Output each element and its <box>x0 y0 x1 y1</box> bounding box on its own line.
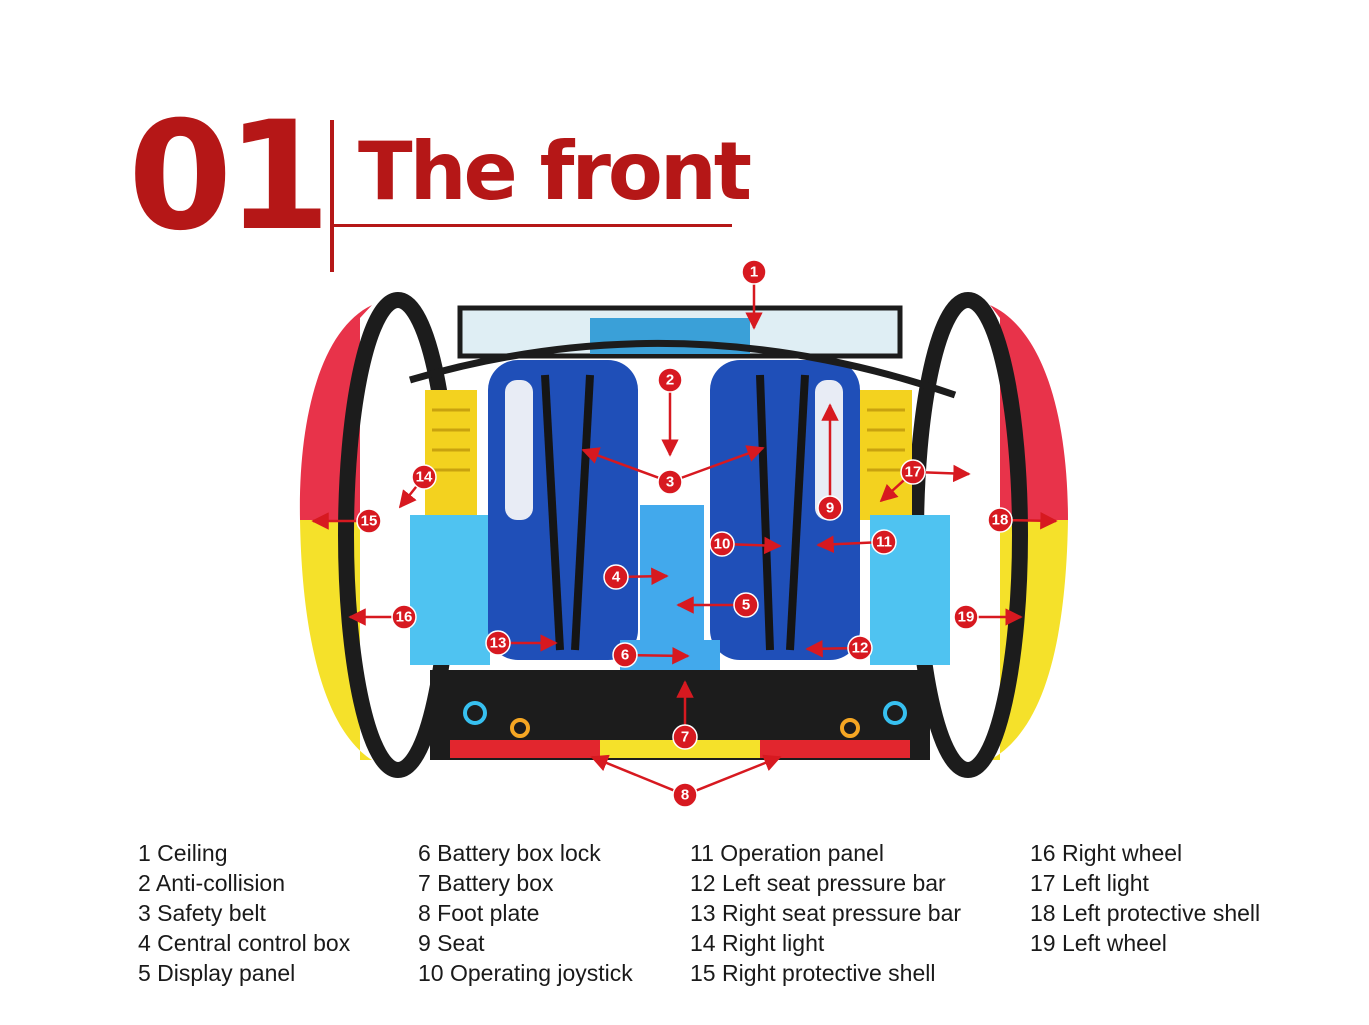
callout-badge-2: 2 <box>657 367 683 393</box>
callout-badge-3: 3 <box>657 469 683 495</box>
callout-badge-1: 1 <box>741 259 767 285</box>
callout-number: 18 <box>992 512 1009 529</box>
callout-arrow <box>924 464 971 483</box>
legend-item: 14 Right light <box>690 930 825 956</box>
callout-number: 7 <box>681 729 689 746</box>
legend-item: 3 Safety belt <box>138 900 266 926</box>
section-number: 01 <box>128 90 331 264</box>
callout-arrow <box>636 647 690 665</box>
callout-badge-4: 4 <box>603 564 629 590</box>
legend-item: 17 Left light <box>1030 870 1149 896</box>
legend-item: 5 Display panel <box>138 960 296 986</box>
callout-badge-14: 14 <box>411 464 437 490</box>
legend-item: 19 Left wheel <box>1030 930 1167 956</box>
callout-arrow <box>398 485 418 509</box>
callout-number: 3 <box>666 474 674 491</box>
title-underline <box>334 224 732 227</box>
callout-number: 19 <box>958 609 975 626</box>
callout-arrow <box>805 639 849 658</box>
callout-arrow <box>733 536 782 555</box>
callout-number: 8 <box>681 787 689 804</box>
legend-item: 10 Operating joystick <box>418 960 633 986</box>
section-title: The front <box>358 125 752 218</box>
legend-item: 13 Right seat pressure bar <box>690 900 962 926</box>
callout-badge-16: 16 <box>391 604 417 630</box>
callout-badge-18: 18 <box>987 507 1013 533</box>
callout-arrow <box>1011 511 1058 530</box>
legend-column-3: 11 Operation panel 12 Left seat pressure… <box>690 838 961 988</box>
legend-item: 6 Battery box lock <box>418 840 601 866</box>
callout-number: 2 <box>666 372 674 389</box>
legend-item: 18 Left protective shell <box>1030 900 1261 926</box>
legend-item: 2 Anti-collision <box>138 870 286 896</box>
callout-number: 6 <box>621 647 629 664</box>
callout-badge-19: 19 <box>953 604 979 630</box>
legend-item: 7 Battery box <box>418 870 554 896</box>
legend-item: 16 Right wheel <box>1030 840 1183 866</box>
legend-item: 9 Seat <box>418 930 485 956</box>
legend-item: 12 Left seat pressure bar <box>690 870 946 896</box>
callout-number: 9 <box>826 500 834 517</box>
callout-number: 17 <box>905 464 922 481</box>
legend-item: 1 Ceiling <box>138 840 228 866</box>
callout-number: 1 <box>750 264 758 281</box>
legend-item: 11 Operation panel <box>690 840 884 866</box>
callout-badge-5: 5 <box>733 592 759 618</box>
callout-number: 12 <box>852 640 869 657</box>
callout-arrow <box>627 567 669 586</box>
callout-badge-10: 10 <box>709 531 735 557</box>
legend-item: 15 Right protective shell <box>690 960 936 986</box>
callout-number: 14 <box>416 469 433 486</box>
anti-collision-bar <box>409 339 957 399</box>
legend-column-1: 1 Ceiling 2 Anti-collision 3 Safety belt… <box>138 838 350 988</box>
foot-plate <box>430 670 930 760</box>
callout-number: 16 <box>396 609 413 626</box>
callout-arrow <box>879 479 905 503</box>
legend-column-2: 6 Battery box lock 7 Battery box 8 Foot … <box>418 838 633 988</box>
callout-badge-15: 15 <box>356 508 382 534</box>
callout-number: 5 <box>742 597 750 614</box>
callout-number: 13 <box>490 635 507 652</box>
callout-number: 10 <box>714 536 731 553</box>
callout-badge-9: 9 <box>817 495 843 521</box>
callout-badge-8: 8 <box>672 782 698 808</box>
callout-arrow <box>590 754 675 792</box>
callout-badge-11: 11 <box>871 529 897 555</box>
legend-item: 4 Central control box <box>138 930 351 956</box>
callout-arrow <box>695 754 782 792</box>
callout-number: 4 <box>612 569 621 586</box>
callout-arrow <box>581 447 660 480</box>
title-divider <box>330 120 334 272</box>
callout-badge-17: 17 <box>900 459 926 485</box>
legend-column-4: 16 Right wheel 17 Left light 18 Left pro… <box>1030 838 1260 958</box>
callout-badge-12: 12 <box>847 635 873 661</box>
callout-arrow <box>680 445 765 480</box>
callout-number: 11 <box>876 534 892 551</box>
callout-badge-6: 6 <box>612 642 638 668</box>
right-light <box>425 390 477 520</box>
legend-item: 8 Foot plate <box>418 900 540 926</box>
callout-badge-13: 13 <box>485 630 511 656</box>
callout-number: 15 <box>361 513 378 530</box>
callout-badge-7: 7 <box>672 724 698 750</box>
callout-arrow <box>816 535 873 554</box>
foot-frame-left <box>410 515 490 665</box>
